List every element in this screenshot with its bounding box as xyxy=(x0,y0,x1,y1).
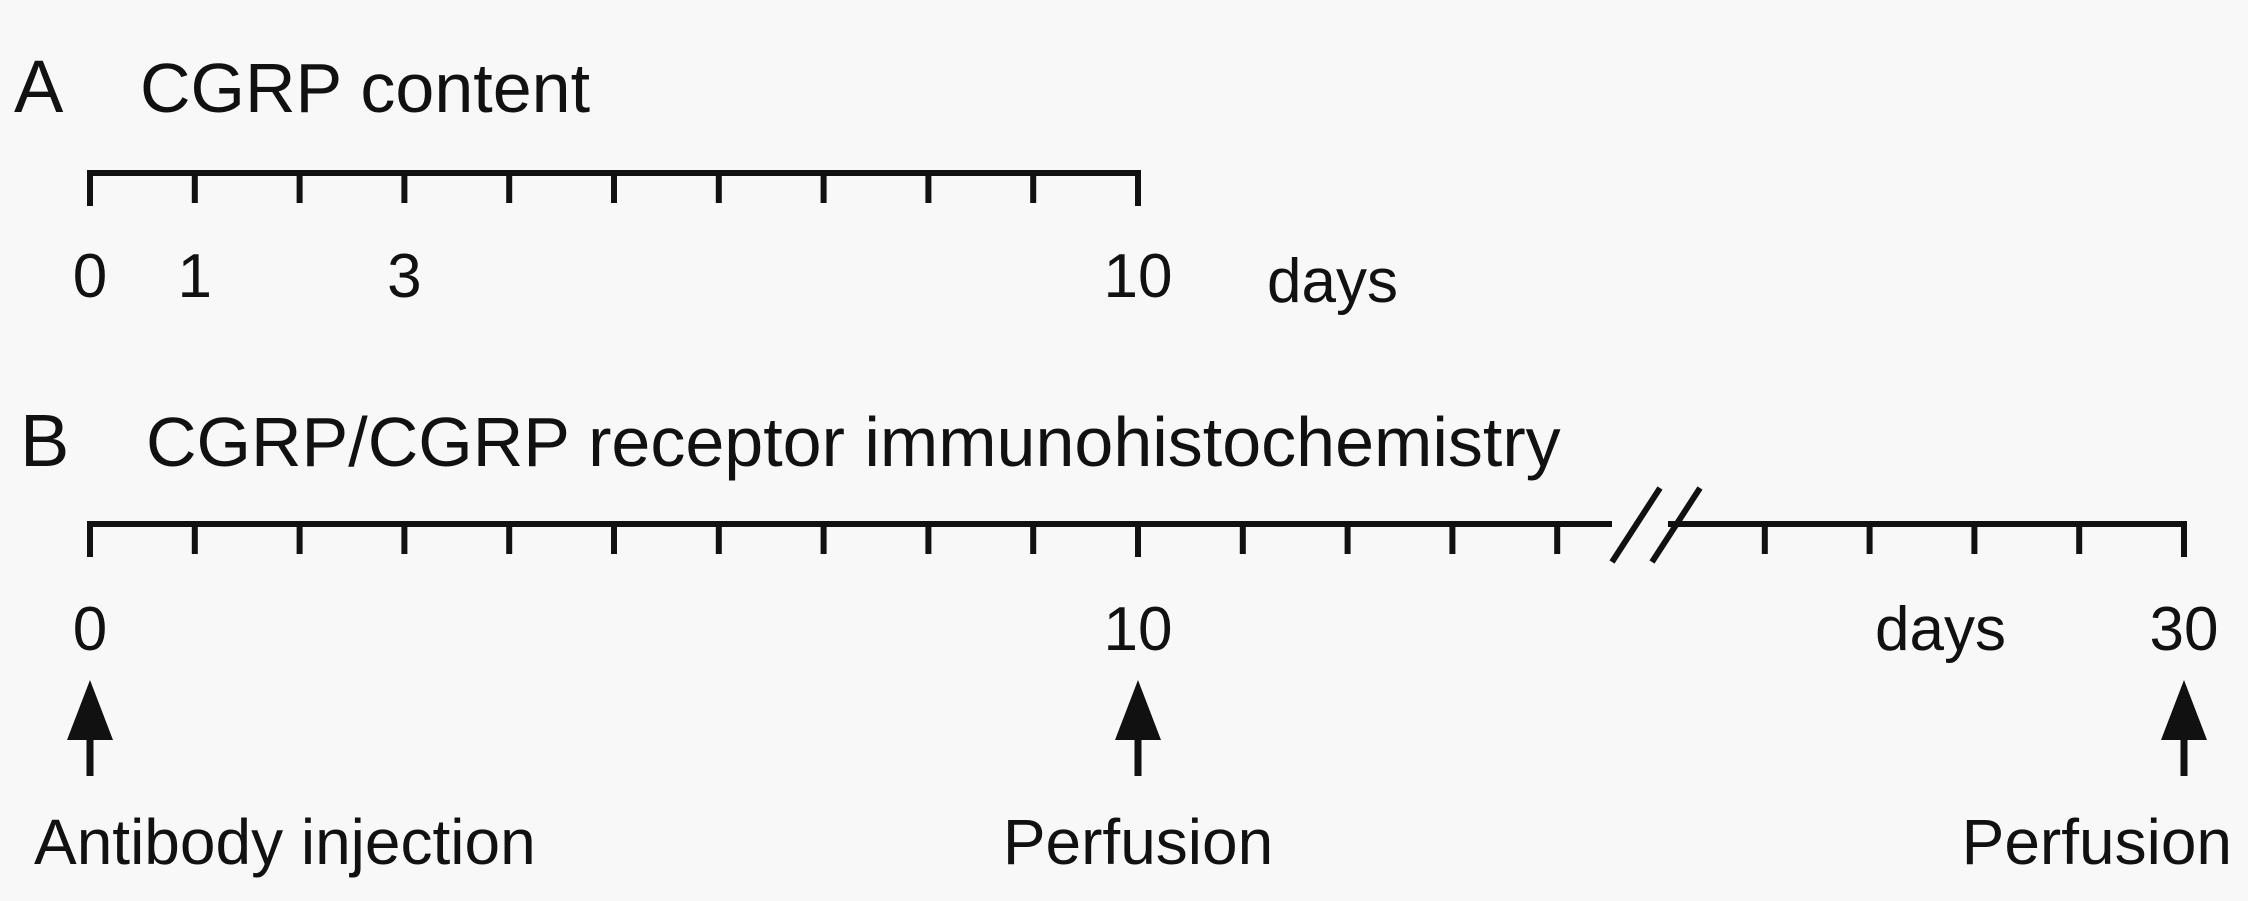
up-arrow-icon xyxy=(2161,680,2207,776)
panel-a-axis xyxy=(87,170,1141,206)
panel-a-letter: A xyxy=(14,45,64,128)
panel-a-title: CGRP content xyxy=(140,49,590,127)
panel-b-events: Antibody injection Perfusion Perfusion xyxy=(34,680,2232,878)
event-label: Antibody injection xyxy=(34,806,536,878)
panel-b-tick-label: 30 xyxy=(2150,595,2219,664)
axis-break-mark xyxy=(1649,486,1703,564)
up-arrow-icon xyxy=(67,680,113,776)
panel-a: A CGRP content 0 1 3 10 days xyxy=(14,45,1398,316)
panel-a-tick-label: 10 xyxy=(1104,242,1173,311)
panel-b-tick-label: 0 xyxy=(73,595,107,664)
panel-a-tick-labels: 0 1 3 10 xyxy=(73,242,1173,311)
event-label: Perfusion xyxy=(1962,806,2232,878)
event-label: Perfusion xyxy=(1003,806,1273,878)
panel-b-letter: B xyxy=(20,399,69,482)
panel-a-tick-label: 1 xyxy=(178,242,212,311)
up-arrow-icon xyxy=(1115,680,1161,776)
panel-a-tick-label: 0 xyxy=(73,242,107,311)
panel-b-tick-labels: 0 10 30 xyxy=(73,595,2219,664)
panel-b-axis xyxy=(87,486,2187,564)
axis-break-mark xyxy=(1609,486,1663,564)
panel-b-title: CGRP/CGRP receptor immunohistochemistry xyxy=(146,403,1561,481)
panel-b-unit-label: days xyxy=(1875,595,2006,664)
panel-b: B CGRP/CGRP receptor immunohistochemistr… xyxy=(20,399,2232,878)
panel-a-tick-label: 3 xyxy=(387,242,421,311)
panel-b-tick-label: 10 xyxy=(1104,595,1173,664)
panel-a-unit-label: days xyxy=(1267,247,1398,316)
